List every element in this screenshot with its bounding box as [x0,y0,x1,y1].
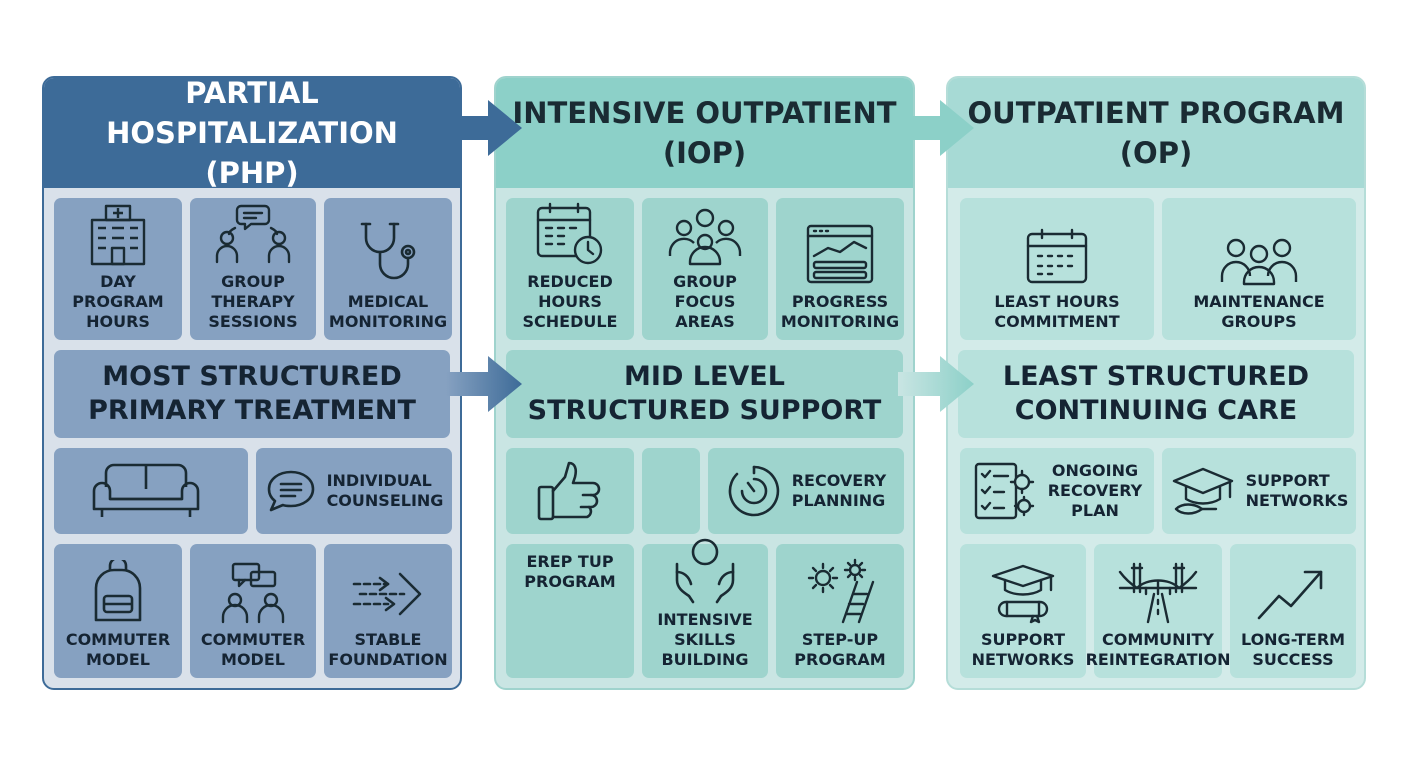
people-chat-icon [221,562,285,624]
people-group-icon [1220,238,1298,286]
graduation-diploma-icon [991,564,1055,624]
banner-line: PRIMARY TREATMENT [88,395,416,426]
people-group-icon [668,208,742,266]
tile-label: LONG-TERM SUCCESS [1240,630,1346,669]
arrow-php-to-iop-top [458,100,522,156]
tile-medical-monitoring: MEDICAL MONITORING [324,198,452,340]
op-column: OUTPATIENT PROGRAM (OP) LEAST HOURS COMM… [946,76,1366,690]
op-structure-banner: LEAST STRUCTURED CONTINUING CARE [958,350,1354,438]
tile-intensive-skills-building: INTENSIVE SKILLS BUILDING [642,538,768,678]
arrow-iop-to-op-top [910,100,974,156]
tile-individual-counseling: INDIVIDUAL COUNSELING [256,448,452,534]
backpack-icon [94,560,142,622]
stethoscope-icon [360,222,416,280]
tile-label: GROUP THERAPY SESSIONS [208,272,298,331]
timer-icon [728,465,779,517]
tile-label: COMMUTER MODEL [65,630,171,669]
hospital-icon [90,204,146,266]
tile-sofa [54,448,248,534]
tile-label: SUPPORT NETWORKS [1245,471,1349,510]
tile-reduced-hours-schedule: REDUCED HOURS SCHEDULE [506,198,634,340]
thumbs-up-icon [537,461,601,521]
tile-label: INTENSIVE SKILLS BUILDING [657,610,753,669]
tile-group-therapy-sessions: GROUP THERAPY SESSIONS [190,198,316,340]
sofa-icon [92,463,200,517]
tile-community-reintegration: COMMUNITY REINTEGRATION [1086,544,1230,678]
iop-title-abbrev: (IOP) [662,136,747,170]
tile-label: PROGRESS MONITORING [780,292,900,331]
iop-structure-banner: MID LEVEL STRUCTURED SUPPORT [506,350,903,438]
tile-label: EREP TUP PROGRAM [524,552,616,591]
iop-title: INTENSIVE OUTPATIENT [512,96,897,130]
tile-stable-foundation: STABLE FOUNDATION [324,544,452,678]
php-title: PARTIAL HOSPITALIZATION [106,76,398,150]
iop-column: INTENSIVE OUTPATIENT (IOP) REDUCED HOURS… [494,76,915,690]
tile-commuter-model-people: COMMUTER MODEL [190,544,316,678]
tile-group-focus-areas: GROUP FOCUS AREAS [642,198,768,340]
tile-ongoing-recovery-plan: ONGOING RECOVERY PLAN [960,448,1154,534]
gears-ladder-icon [807,558,875,624]
op-title-abbrev: (OP) [1119,136,1193,170]
tile-label: INDIVIDUAL COUNSELING [326,471,444,510]
tile-support-networks-diploma: SUPPORT NETWORKS [960,544,1086,678]
tile-step-up-program: STEP-UP PROGRAM [776,544,904,678]
tile-support-networks-cap: SUPPORT NETWORKS [1162,448,1356,534]
php-structure-banner: MOST STRUCTURED PRIMARY TREATMENT [54,350,450,438]
banner-line: CONTINUING CARE [1014,395,1298,426]
banner-line: STRUCTURED SUPPORT [527,395,882,426]
tile-progress-monitoring: PROGRESS MONITORING [776,198,904,340]
arrow-php-to-iop-mid [446,356,522,412]
group-chat-icon [215,204,291,264]
tile-erep-tup-program: EREP TUP PROGRAM [506,544,634,678]
dashboard-icon [806,224,874,284]
tile-day-program-hours: DAY PROGRAM HOURS [54,198,182,340]
hands-icon [675,538,735,604]
tile-recovery-planning: RECOVERY PLANNING [708,448,904,534]
tile-label: MAINTENANCE GROUPS [1193,292,1325,331]
tile-label: ONGOING RECOVERY PLAN [1047,461,1143,520]
bridge-icon [1118,562,1198,624]
speed-arrows-icon [352,572,422,616]
op-header: OUTPATIENT PROGRAM (OP) [948,78,1364,188]
tile-label: COMMUTER MODEL [200,630,306,669]
tile-label: STABLE FOUNDATION [328,630,448,669]
banner-line: LEAST STRUCTURED [1002,361,1310,392]
op-title: OUTPATIENT PROGRAM [967,96,1345,130]
tile-blank [642,448,700,534]
tile-label: MEDICAL MONITORING [328,292,448,331]
php-column: PARTIAL HOSPITALIZATION (PHP) DAY PROGRA… [42,76,462,690]
tile-label: RECOVERY PLANNING [791,471,887,510]
tile-thumbs-up [506,448,634,534]
arrow-iop-to-op-mid [898,356,974,412]
banner-line: MOST STRUCTURED [102,361,402,392]
banner-line: MID LEVEL [624,361,785,392]
tile-least-hours-commitment: LEAST HOURS COMMITMENT [960,198,1154,340]
tile-label: SUPPORT NETWORKS [971,630,1075,669]
tile-label: COMMUNITY REINTEGRATION [1085,630,1231,669]
tile-label: LEAST HOURS COMMITMENT [994,292,1120,331]
calendar-clock-icon [536,202,603,265]
growth-arrow-icon [1257,570,1323,620]
tile-label: REDUCED HOURS SCHEDULE [522,272,618,331]
tile-long-term-success: LONG-TERM SUCCESS [1230,544,1356,678]
php-title-abbrev: (PHP) [205,156,299,190]
tile-label: GROUP FOCUS AREAS [673,272,737,331]
tile-commuter-model-backpack: COMMUTER MODEL [54,544,182,678]
speech-bubble-icon [267,470,314,512]
iop-header: INTENSIVE OUTPATIENT (IOP) [496,78,913,188]
checklist-gears-icon [974,462,1034,520]
graduation-cap-icon [1172,467,1233,515]
tile-maintenance-groups: MAINTENANCE GROUPS [1162,198,1356,340]
tile-label: DAY PROGRAM HOURS [72,272,164,331]
calendar-icon [1026,228,1088,284]
tile-label: STEP-UP PROGRAM [794,630,886,669]
php-header: PARTIAL HOSPITALIZATION (PHP) [44,76,460,190]
